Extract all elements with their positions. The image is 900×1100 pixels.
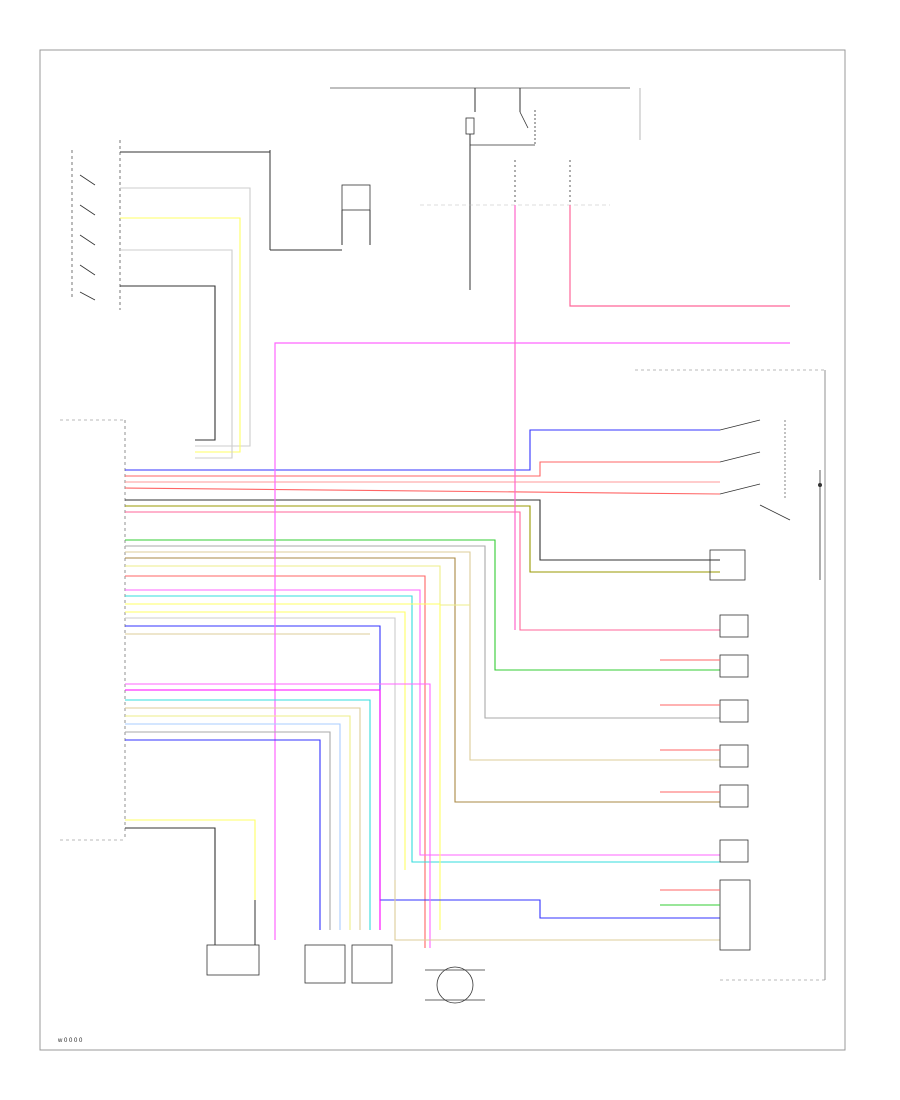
range-switch-wires <box>120 151 270 459</box>
tan-return-wire <box>394 880 720 941</box>
pink-signal-wire <box>274 205 790 940</box>
tcc-pwm-solenoid-box <box>719 784 749 808</box>
shift-solenoid-b-box <box>719 654 749 678</box>
shift-solenoid-a-box <box>719 614 749 638</box>
bottom-sensors <box>206 900 485 1004</box>
fuse-symbol <box>465 117 475 135</box>
pressure-switch-box <box>719 839 749 863</box>
internal-mode-switch <box>719 419 791 521</box>
top-power-section <box>330 87 641 290</box>
shift-solenoid-c-box <box>719 699 749 723</box>
transmission-bracket <box>635 369 826 981</box>
solenoid-components <box>709 549 751 951</box>
pressure-control-solenoid-box <box>719 879 751 951</box>
diagram-frame <box>39 49 846 1051</box>
accelerator-pedal-sensor-left <box>304 944 346 984</box>
splice-box <box>269 150 371 251</box>
solenoid-feed-stubs <box>660 659 720 906</box>
vehicle-speed-sensor <box>436 966 474 1004</box>
pcm-connector <box>60 419 126 841</box>
engine-coolant-temp-sensor <box>206 944 260 976</box>
range-switch-assembly <box>71 140 121 310</box>
accelerator-pedal-sensor-right <box>351 944 393 984</box>
main-harness-wires <box>124 429 721 948</box>
fluid-temp-sensor-box <box>709 549 746 581</box>
tcc-solenoid-box <box>719 744 749 768</box>
footer-code: w 0 0 0 0 <box>57 1038 83 1044</box>
lower-harness-wires <box>125 683 431 948</box>
